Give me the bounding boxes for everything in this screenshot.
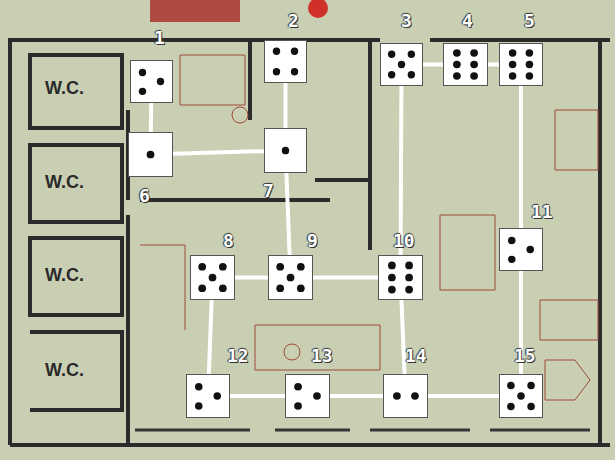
dice-box: 7 (264, 128, 307, 173)
dice-pips (191, 256, 234, 299)
node-number: 3 (401, 12, 412, 30)
node-number: 5 (524, 12, 535, 30)
node-number: 13 (311, 347, 333, 365)
node-number: 15 (514, 347, 536, 365)
room-label: W.C. (45, 360, 84, 381)
dice-pips (129, 133, 172, 176)
node-number: 11 (531, 203, 553, 221)
dice-pips (381, 44, 422, 85)
path-line (330, 394, 383, 398)
dice-box: 6 (128, 132, 173, 177)
path-line (286, 173, 289, 255)
path-line (428, 394, 499, 398)
node-number: 4 (462, 12, 473, 30)
dice-box: 8 (190, 255, 235, 300)
dice-box: 14 (383, 374, 428, 418)
node-number: 14 (405, 347, 427, 365)
dice-pips (265, 41, 306, 82)
path-line (230, 394, 285, 398)
path-line (401, 300, 404, 374)
dice-box: 3 (380, 43, 423, 86)
dice-pips (379, 256, 422, 299)
dice-pips (500, 229, 542, 270)
dice-pips (286, 375, 329, 417)
dice-pips (500, 44, 542, 85)
dice-box: 9 (268, 255, 313, 300)
dice-box: 11 (499, 228, 543, 271)
dice-box: 4 (443, 43, 488, 86)
dice-box: 13 (285, 374, 330, 418)
path-line (488, 63, 499, 67)
dice-box: 12 (186, 374, 230, 418)
node-number: 10 (393, 232, 415, 250)
dice-box: 2 (264, 40, 307, 83)
dice-pips (269, 256, 312, 299)
dice-box: 5 (499, 43, 543, 86)
node-number: 12 (227, 347, 249, 365)
node-number: 1 (154, 29, 165, 47)
node-number: 2 (288, 12, 299, 30)
path-line (284, 83, 288, 128)
dice-pips (384, 375, 427, 417)
path-line (235, 276, 268, 280)
node-number: 9 (307, 232, 318, 250)
path-line (149, 103, 153, 132)
dice-box: 10 (378, 255, 423, 300)
room-label: W.C. (45, 172, 84, 193)
dice-box: 15 (499, 374, 543, 418)
dice-pips (187, 375, 229, 417)
node-number: 7 (263, 182, 274, 200)
node-number: 8 (223, 232, 234, 250)
path-line (519, 86, 523, 228)
dice-pips (500, 375, 542, 417)
path-line (423, 63, 443, 67)
room-label: W.C. (45, 78, 84, 99)
dice-box: 1 (130, 60, 173, 103)
dice-pips (131, 61, 172, 102)
node-number: 6 (139, 187, 150, 205)
path-line (313, 276, 378, 280)
path-line (399, 86, 404, 255)
room-label: W.C. (45, 265, 84, 286)
dice-pips (265, 129, 306, 172)
dice-pips (444, 44, 487, 85)
path-line (173, 151, 264, 154)
path-line (209, 300, 212, 374)
